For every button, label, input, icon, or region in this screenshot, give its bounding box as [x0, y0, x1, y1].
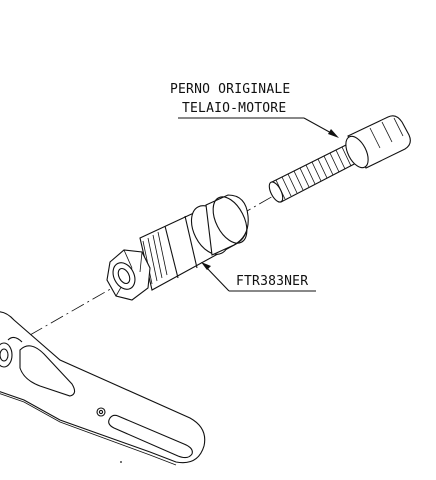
frame-engine-bolt	[268, 115, 411, 203]
bolt-label: PERNO ORIGINALE TELAIO-MOTORE	[170, 82, 339, 138]
bracket-hole	[96, 407, 106, 417]
bracket-plate	[0, 311, 206, 466]
spacer-leader-arrow	[201, 262, 211, 270]
spacer-label-text: FTR383NER	[236, 274, 308, 289]
bolt-thread-hatching	[275, 146, 352, 200]
bolt-leader-arrow	[328, 129, 339, 138]
bolt-leader-line	[303, 117, 334, 135]
spacer-label: FTR383NER	[201, 262, 316, 292]
bolt-label-line2: TELAIO-MOTORE	[182, 101, 286, 116]
spacer-part	[106, 194, 249, 301]
bolt-label-line1: PERNO ORIGINALE	[170, 82, 290, 97]
stray-mark	[120, 461, 122, 463]
spacer-leader-line	[204, 265, 230, 292]
bracket-slot	[108, 414, 193, 459]
